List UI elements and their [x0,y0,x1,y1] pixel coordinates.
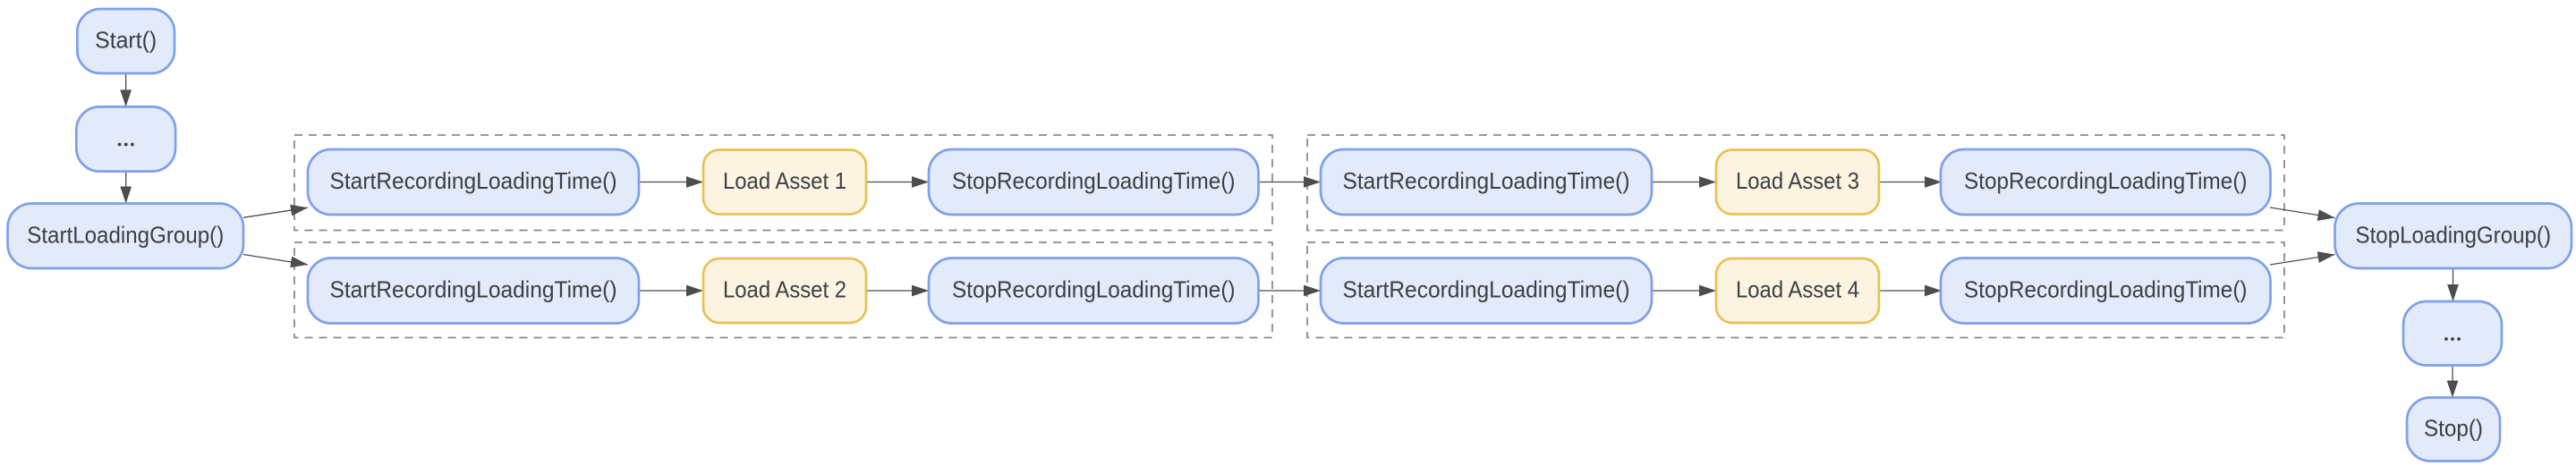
svg-text:Load Asset 1: Load Asset 1 [723,169,846,194]
svg-text:StartRecordingLoadingTime(): StartRecordingLoadingTime() [330,169,617,194]
svg-text:StopRecordingLoadingTime(): StopRecordingLoadingTime() [952,278,1236,303]
svg-text:Start(): Start() [95,29,157,54]
svg-text:Load Asset 4: Load Asset 4 [1736,278,1859,303]
svg-text:StartRecordingLoadingTime(): StartRecordingLoadingTime() [330,278,617,303]
svg-text:StartRecordingLoadingTime(): StartRecordingLoadingTime() [1343,278,1630,303]
svg-text:Stop(): Stop() [2424,417,2483,442]
svg-text:StopLoadingGroup(): StopLoadingGroup() [2356,223,2552,248]
svg-text:StartLoadingGroup(): StartLoadingGroup() [27,223,224,248]
svg-text:StopRecordingLoadingTime(): StopRecordingLoadingTime() [1964,278,2248,303]
svg-text:StartRecordingLoadingTime(): StartRecordingLoadingTime() [1343,169,1630,194]
svg-text:StopRecordingLoadingTime(): StopRecordingLoadingTime() [952,169,1236,194]
svg-text:Load Asset 2: Load Asset 2 [723,278,846,303]
svg-text:StopRecordingLoadingTime(): StopRecordingLoadingTime() [1964,169,2248,194]
svg-text:Load Asset 3: Load Asset 3 [1736,169,1859,194]
